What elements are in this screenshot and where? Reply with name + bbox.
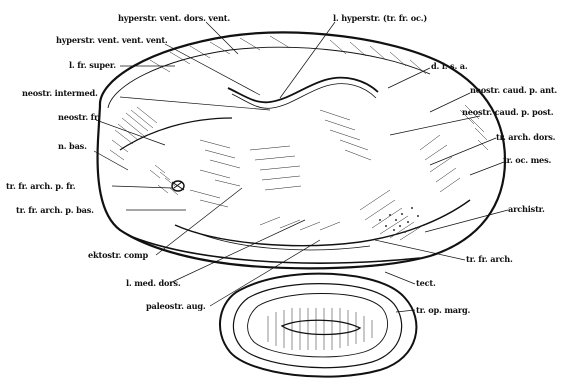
label-hyperstr-vent-vent-vent: hyperstr. vent. vent. vent. [56, 35, 168, 45]
label-n-bas: n. bas. [58, 141, 87, 151]
label-neostr-fr: neostr. fr. [58, 112, 100, 122]
label-tr-op-marg: tr. op. marg. [416, 305, 471, 315]
label-tr-fr-arch: tr. fr. arch. [466, 254, 513, 264]
label-tr-oc-mes: tr. oc. mes. [503, 155, 551, 165]
label-neostr-intermed: neostr. intermed. [22, 88, 98, 98]
label-neostr-caud-p-post: neostr. caud. p. post. [462, 107, 554, 117]
label-ektostr-comp: ektostr. comp [88, 250, 148, 260]
labels: hyperstr. vent. dors. vent. l. hyperstr.… [6, 13, 557, 315]
label-hyperstr-vent-dors-vent: hyperstr. vent. dors. vent. [118, 13, 230, 23]
label-l-hyperstr: l. hyperstr. (tr. fr. oc.) [333, 13, 427, 23]
label-l-med-dors: l. med. dors. [126, 278, 181, 288]
label-neostr-caud-p-ant: neostr. caud. p. ant. [470, 85, 557, 95]
label-paleostr-aug: paleostr. aug. [146, 301, 206, 311]
label-tect: tect. [416, 278, 436, 288]
label-tr-arch-dors: tr. arch. dors. [496, 132, 556, 142]
label-l-fr-super: l. fr. super. [69, 60, 116, 70]
basal-nucleus-mark [172, 181, 184, 191]
label-tr-fr-arch-p-bas: tr. fr. arch. p. bas. [16, 205, 94, 215]
label-tr-fr-arch-p-fr: tr. fr. arch. p. fr. [6, 181, 76, 191]
label-archistr: archistr. [508, 204, 545, 214]
label-d-l-s-a: d. l. s. a. [431, 61, 468, 71]
tectum-section [220, 274, 416, 377]
